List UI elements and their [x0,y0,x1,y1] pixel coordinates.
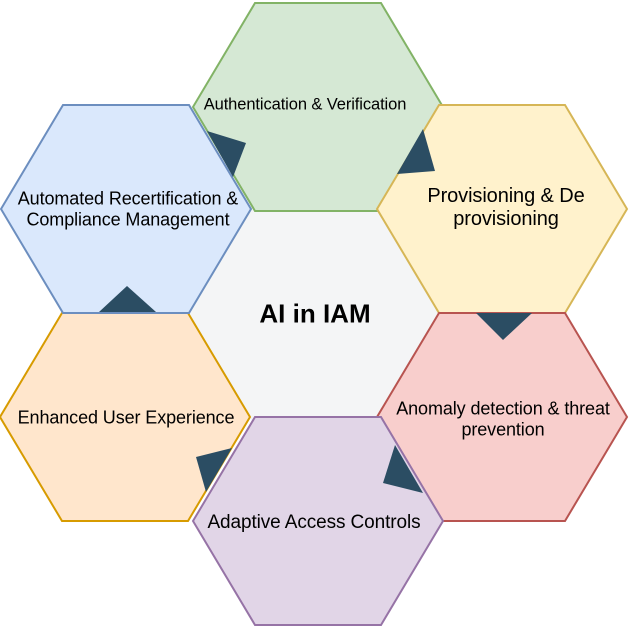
arrow-enhanced-to-automated [99,286,156,312]
label-automated-recertification-compliance: Automated Recertification & Compliance M… [17,188,239,229]
label-authentication-verification: Authentication & Verification [203,95,407,114]
arrow-automated-to-authentication [207,131,246,177]
arrow-provisioning-to-anomaly [476,313,532,340]
label-enhanced-user-experience: Enhanced User Experience [17,407,235,428]
label-provisioning-deprovisioning: Provisioning & De provisioning [427,185,585,230]
center-backdrop-hexagon [183,204,445,422]
hexagon-automated-recertification-compliance [0,104,253,314]
hexagon-adaptive-access-controls [191,416,445,626]
arrow-adaptive-to-enhanced [196,448,232,492]
diagram-center-title: AI in IAM [259,298,371,329]
arrow-anomaly-to-adaptive [383,445,423,493]
label-adaptive-access-controls: Adaptive Access Controls [207,512,421,534]
label-anomaly-detection-threat-prevention: Anomaly detection & threat prevention [396,398,610,439]
arrow-authentication-to-provisioning [397,129,435,174]
